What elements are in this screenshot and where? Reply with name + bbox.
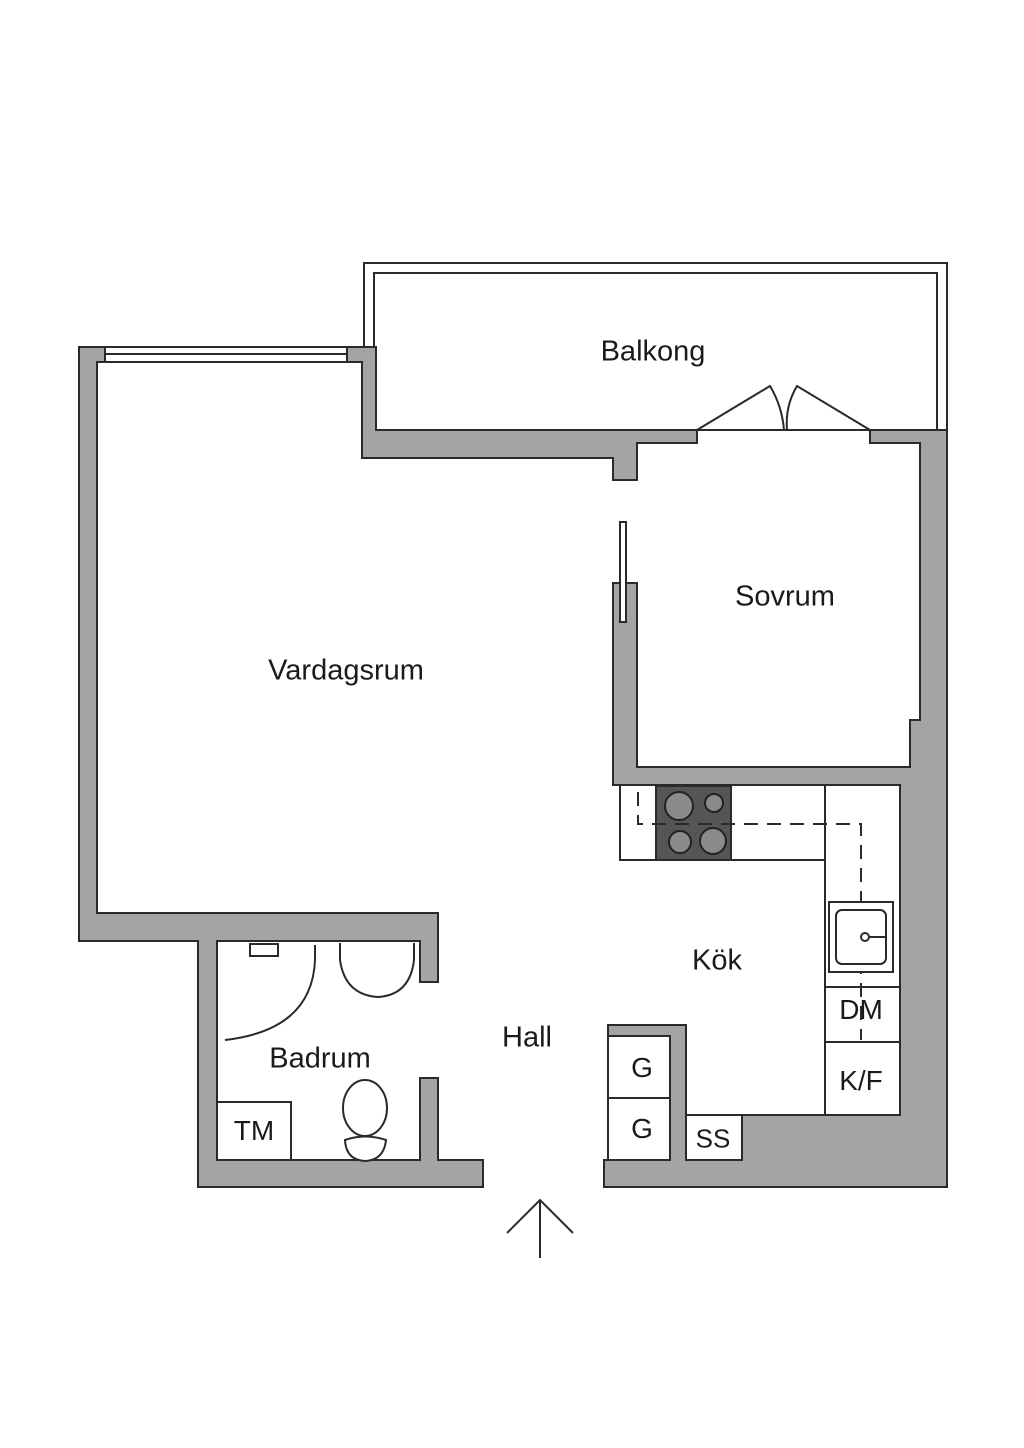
- wall-cabinets-outline: [637, 792, 862, 1040]
- fixture-label-g2: G: [631, 1113, 653, 1144]
- balcony-door[interactable]: [696, 384, 871, 431]
- room-label-vardagsrum: Vardagsrum: [268, 654, 424, 687]
- room-label-hall: Hall: [502, 1021, 552, 1054]
- shower-curtain: [224, 945, 316, 1041]
- shower-head: [249, 943, 279, 957]
- room-label-kok: Kök: [692, 944, 742, 977]
- room-label-badrum: Badrum: [269, 1042, 371, 1075]
- fixture-label-ss: SS: [695, 1123, 731, 1154]
- fixture-label-g1: G: [631, 1052, 653, 1083]
- room-label-balkong: Balkong: [600, 335, 706, 368]
- cabinet-g2: [607, 1097, 671, 1161]
- room-label-sovrum: Sovrum: [735, 580, 835, 613]
- washbasin[interactable]: [339, 943, 415, 999]
- stove-burners: [664, 791, 727, 855]
- entrance-arrow-icon: [506, 1198, 574, 1258]
- fixture-label-tm: TM: [233, 1115, 275, 1146]
- washing-machine: [216, 1101, 292, 1161]
- sliding-door[interactable]: [619, 521, 627, 623]
- walls: [78, 346, 948, 1188]
- fixture-label-kf: K/F: [839, 1065, 883, 1096]
- toilet[interactable]: [342, 1079, 388, 1163]
- cabinet-g1: [607, 1035, 671, 1099]
- cabinet-ss: [685, 1114, 743, 1161]
- fixture-label-dm: DM: [839, 994, 883, 1025]
